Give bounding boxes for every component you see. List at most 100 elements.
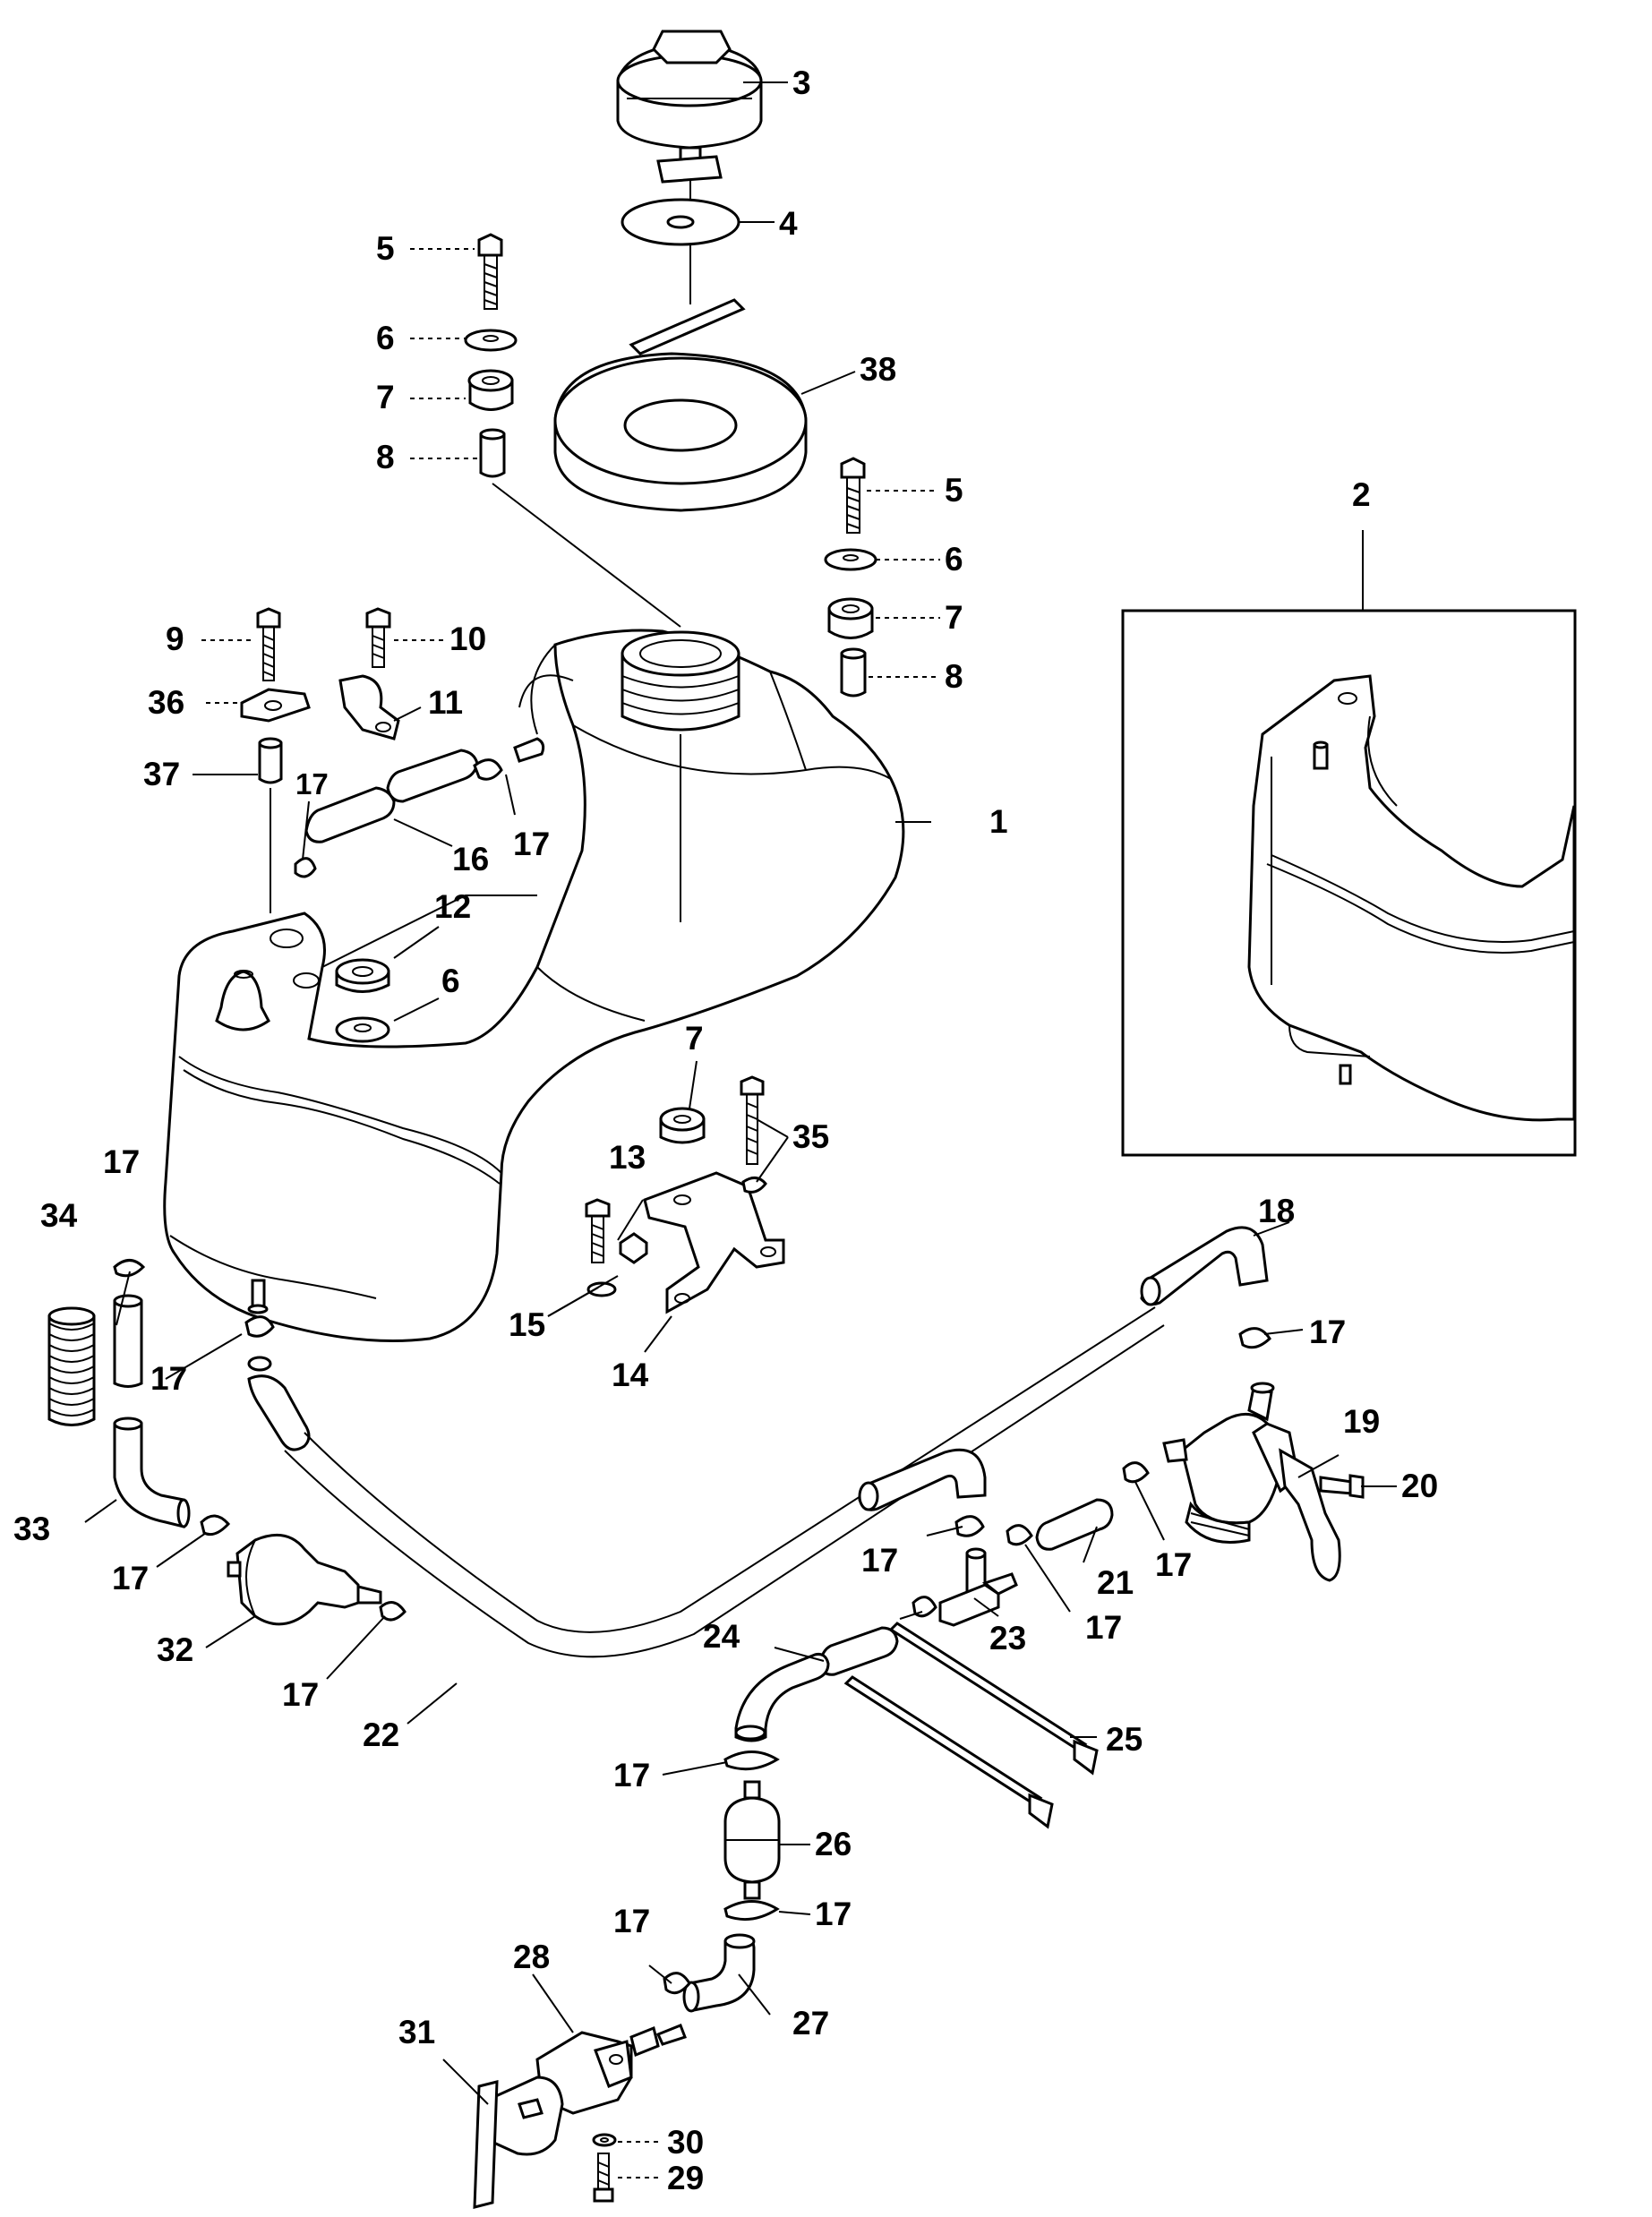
callout-6c: 6 <box>441 963 460 999</box>
callout-17-e: 17 <box>112 1560 149 1596</box>
part-18-elbow-hose <box>1140 1226 1269 1306</box>
callout-33: 33 <box>13 1511 50 1547</box>
callout-35: 35 <box>792 1118 829 1155</box>
callout-5b: 5 <box>945 472 963 509</box>
callout-7b: 7 <box>945 599 963 636</box>
part-20-screw <box>1319 1474 1365 1499</box>
callout-17-j: 17 <box>861 1542 898 1579</box>
callout-18: 18 <box>1258 1193 1295 1229</box>
part-15-bolt-nut <box>585 1198 648 1297</box>
part-9-bolt <box>256 607 281 681</box>
part-19-fuel-valve <box>1162 1382 1341 1582</box>
part-21-hose <box>1035 1498 1114 1551</box>
callout-9: 9 <box>166 621 184 657</box>
part-6-washer-left <box>464 329 518 352</box>
callout-27: 27 <box>792 2005 829 2042</box>
callout-8b: 8 <box>945 658 963 695</box>
part-17-clip-g <box>1238 1327 1271 1349</box>
callout-17-i: 17 <box>1085 1609 1122 1646</box>
callout-17-a: 17 <box>295 767 329 800</box>
part-33-elbow-hose <box>113 1417 191 1528</box>
callout-26: 26 <box>815 1826 852 1862</box>
part-25-cable-ties <box>843 1622 1099 1829</box>
callout-17-k: 17 <box>613 1903 650 1939</box>
callout-8a: 8 <box>376 439 395 475</box>
part-1-fuel-tank <box>163 629 905 1342</box>
part-4-gasket <box>621 198 746 355</box>
callout-1: 1 <box>989 803 1008 840</box>
part-17-clip-m <box>723 1900 780 1922</box>
part-23-tee-fitting <box>938 1547 1018 1627</box>
callout-38: 38 <box>860 351 896 388</box>
callout-14: 14 <box>612 1357 649 1393</box>
callout-6b: 6 <box>945 541 963 578</box>
callout-16: 16 <box>452 841 489 877</box>
part-35-bolt <box>740 1075 767 1194</box>
callout-19: 19 <box>1343 1403 1380 1440</box>
callout-15: 15 <box>509 1306 545 1343</box>
part-17-clip-b <box>473 758 503 781</box>
part-17-clip-f <box>244 1315 275 1338</box>
callout-17-m: 17 <box>815 1896 852 1932</box>
callout-32: 32 <box>157 1631 193 1668</box>
part-26-inline-filter <box>723 1780 781 1900</box>
callout-17-b: 17 <box>513 826 550 862</box>
leader-fill-neck <box>492 483 681 628</box>
part-17-clip-j <box>954 1515 985 1537</box>
callout-22: 22 <box>363 1716 399 1753</box>
callout-17-d: 17 <box>150 1360 187 1397</box>
callout-11: 11 <box>428 684 463 721</box>
part-11-clamp <box>338 674 400 740</box>
callout-2: 2 <box>1352 476 1371 513</box>
part-27-elbow-hose <box>682 1933 756 2013</box>
callout-6a: 6 <box>376 320 395 356</box>
part-17-clip-c <box>113 1259 146 1278</box>
callout-labels: 3 4 5 6 7 8 38 5 6 7 8 2 9 10 36 11 37 1… <box>13 64 1438 2196</box>
part-17-clip-i <box>1006 1524 1033 1546</box>
callout-36: 36 <box>148 684 184 721</box>
callout-29: 29 <box>667 2160 704 2196</box>
inset-box-part-2 <box>1121 609 1577 1157</box>
callout-23: 23 <box>989 1620 1026 1656</box>
callout-10: 10 <box>449 621 486 657</box>
part-hose-short <box>113 1294 143 1388</box>
part-6-washer-tank <box>335 1016 390 1043</box>
part-7-grommet-left <box>467 369 514 411</box>
part-hose-ring-17 <box>247 1356 272 1372</box>
part-17-clip-d <box>200 1514 231 1536</box>
part-31-lever <box>473 2076 564 2209</box>
part-8-spacer-left <box>479 428 506 478</box>
part-17-clip-l <box>723 1750 780 1771</box>
part-34-spring <box>47 1306 96 1426</box>
part-17-clip-e <box>379 1601 407 1622</box>
callout-4: 4 <box>779 205 798 242</box>
part-13-grommet <box>659 1107 706 1144</box>
part-17-clip-n <box>663 1972 691 1995</box>
part-36-bracket <box>240 688 311 723</box>
part-22-hose-long <box>247 1306 1165 1658</box>
callout-7c: 7 <box>685 1020 704 1057</box>
callout-25: 25 <box>1106 1721 1143 1758</box>
part-6-washer-right <box>824 548 877 571</box>
part-hose-tee-upper <box>858 1448 987 1511</box>
part-5-bolt-right <box>840 457 866 534</box>
callout-12: 12 <box>434 888 471 925</box>
callout-17-g: 17 <box>1309 1314 1346 1350</box>
part-32-fuel-filter <box>227 1533 382 1626</box>
part-17-clip-h <box>1122 1461 1150 1484</box>
part-12-grommet <box>335 958 390 993</box>
part-14-bracket <box>643 1171 785 1314</box>
part-17-clip-k <box>912 1596 937 1618</box>
part-29-screw <box>593 2153 614 2203</box>
callout-17-h: 17 <box>1155 1546 1192 1583</box>
callout-20: 20 <box>1401 1468 1438 1504</box>
callout-17-l: 17 <box>613 1757 650 1793</box>
part-17-clip-a <box>294 857 317 878</box>
callout-30: 30 <box>667 2124 704 2161</box>
callout-5a: 5 <box>376 230 395 267</box>
part-5-bolt-left <box>477 233 503 310</box>
callout-7a: 7 <box>376 379 395 415</box>
part-8-spacer-right <box>840 647 867 698</box>
callout-21: 21 <box>1097 1564 1134 1601</box>
